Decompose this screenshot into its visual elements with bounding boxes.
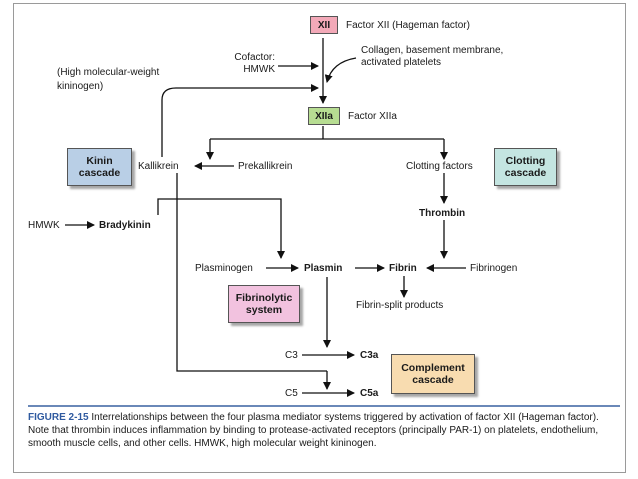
plasmin-label: Plasmin — [304, 263, 343, 274]
collagen-line1: Collagen, basement membrane, — [361, 45, 504, 56]
fibrinogen-label: Fibrinogen — [470, 263, 518, 274]
fibrinolytic-box-line2: system — [245, 304, 283, 316]
factor-xii-box: XII — [310, 16, 338, 34]
fibrin-split-label: Fibrin-split products — [356, 300, 444, 311]
line-kallikrein-trunk — [176, 173, 327, 372]
collagen-line2: activated platelets — [361, 57, 442, 68]
caption-text: Interrelationships between the four plas… — [28, 412, 599, 449]
c3-label: C3 — [285, 350, 298, 361]
complement-box-line2: cascade — [412, 374, 454, 386]
arrow-kallikrein-feedback — [161, 84, 319, 157]
line-kallikrein-to-plasmin — [177, 198, 285, 259]
figure-caption: FIGURE 2-15 Interrelationships between t… — [28, 411, 620, 450]
cofactor-label: Cofactor: — [234, 52, 275, 63]
c5-label: C5 — [285, 388, 298, 399]
hmwk-note-line2: kininogen) — [57, 81, 104, 92]
kinin-box-line2: cascade — [78, 167, 121, 179]
c5a-label: C5a — [360, 388, 379, 399]
factor-xiia-box: XIIa — [308, 107, 340, 125]
clotting-factors-label: Clotting factors — [406, 161, 473, 172]
hmwk-note-line1: (High molecular-weight — [57, 67, 160, 78]
figure-frame — [13, 3, 626, 473]
kallikrein-label: Kallikrein — [138, 161, 179, 172]
caption-label: FIGURE 2-15 — [28, 412, 89, 423]
factor-xiia-label: Factor XIIa — [348, 111, 397, 122]
prekallikrein-label: Prekallikrein — [238, 161, 293, 172]
caption-rule — [28, 405, 620, 407]
kinin-box-line1: Kinin — [86, 155, 113, 167]
bradykinin-label: Bradykinin — [99, 220, 151, 231]
thrombin-label: Thrombin — [419, 208, 466, 219]
cofactor-hmwk: HMWK — [243, 64, 275, 75]
complement-box-line1: Complement — [401, 362, 465, 374]
fibrin-label: Fibrin — [389, 263, 417, 274]
clotting-box-line1: Clotting — [505, 155, 546, 167]
fibrinolytic-box-line1: Fibrinolytic — [235, 292, 293, 304]
c3a-label: C3a — [360, 350, 379, 361]
factor-xii-label: Factor XII (Hageman factor) — [346, 20, 470, 31]
hmwk-label: HMWK — [28, 220, 60, 231]
arrow-collagen — [324, 57, 357, 83]
clotting-box-line2: cascade — [504, 167, 547, 179]
plasminogen-label: Plasminogen — [195, 263, 253, 274]
line-kallikrein-to-bradykinin — [157, 198, 177, 215]
